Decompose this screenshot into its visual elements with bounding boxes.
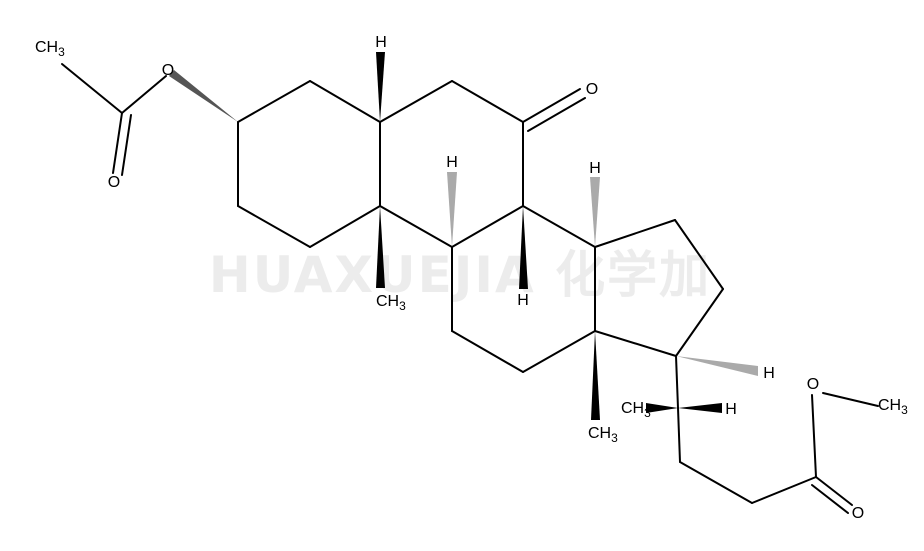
o-me-carbonyl-label: O — [852, 505, 864, 522]
bold-wedge-c5-h — [376, 52, 385, 122]
bold-wedge-c20-h — [678, 403, 722, 413]
ch3-c10-label: CH3 — [376, 293, 406, 313]
bond-lines — [61, 63, 879, 514]
bold-wedge-c8-h — [519, 206, 528, 289]
ch3-c20-label: CH3 — [621, 400, 651, 420]
h-c9-label: H — [446, 154, 458, 171]
o-ester-label: O — [162, 62, 174, 79]
bold-wedge-c20-me — [646, 403, 678, 413]
stereo-wedges — [169, 52, 758, 420]
ch3-c13-label: CH3 — [588, 425, 618, 445]
hash-wedge-c9-h — [447, 172, 457, 247]
hash-wedge-c3-o — [169, 70, 238, 122]
h-c14-label: H — [589, 160, 601, 177]
o-carbonyl-label: O — [108, 174, 120, 191]
bold-wedge-c13-me — [591, 331, 600, 420]
watermark: HUAXUEJIA 化学加 — [209, 246, 711, 304]
hash-wedge-c14-h — [590, 177, 600, 247]
o-me-ester-label: O — [807, 376, 819, 393]
h-c20-label: H — [725, 401, 737, 418]
h-c5-label: H — [375, 34, 387, 51]
ch3-me-ester-label: CH3 — [878, 397, 908, 417]
hash-wedge-c17-h — [676, 356, 758, 376]
h-c17-label: H — [763, 365, 775, 382]
ch3-acetyl-label: CH3 — [35, 39, 65, 59]
bold-wedge-c10-me — [376, 206, 385, 288]
h-c8-label: H — [517, 292, 529, 309]
o-ketone-label: O — [586, 81, 598, 98]
